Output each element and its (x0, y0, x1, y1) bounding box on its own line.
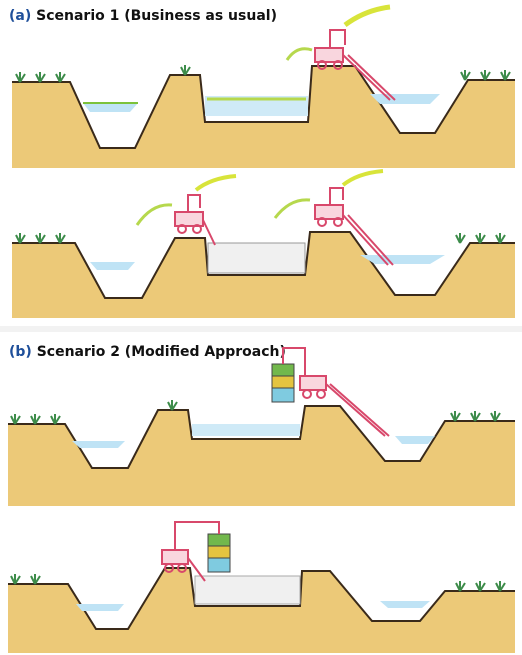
spray-a3 (194, 174, 237, 192)
panel-scenario-1: (a) Scenario 1 (Business as usual) (0, 0, 522, 320)
water-pond-b2 (395, 436, 435, 444)
pump-machine-a1 (314, 29, 396, 101)
spray-a2 (285, 47, 313, 61)
ground-line-a1 (12, 65, 515, 149)
plants-b1 (10, 400, 501, 425)
water-pond-a4 (360, 255, 445, 264)
water-pond-a2 (370, 94, 440, 104)
ground-profile-b2 (8, 568, 515, 653)
panel-b-title: Scenario 2 (Modified Approach) (36, 344, 286, 360)
water-pond-b1 (72, 441, 125, 448)
ground-profile-a1 (12, 66, 515, 168)
water-pond-b3 (76, 604, 124, 611)
ground-profile-b1 (8, 406, 515, 506)
pump-machine-b1 (282, 347, 390, 437)
filter-column-b1 (271, 363, 295, 403)
spray-a1 (343, 4, 391, 28)
scenario-2-drawing (8, 347, 515, 653)
sediment-pit-a2 (207, 242, 306, 274)
water-pit-b1 (192, 424, 300, 436)
ground-line-b1 (8, 405, 515, 469)
water-pond-a1 (83, 103, 138, 112)
spray-a5 (135, 203, 173, 226)
panel-b-caption: (b) Scenario 2 (Modified Approach) (9, 344, 286, 360)
pump-machine-a3 (314, 187, 394, 266)
plants-a1 (15, 65, 511, 83)
panel-scenario-2: (b) Scenario 2 (Modified Approach) (0, 336, 522, 655)
water-pond-b4 (380, 601, 430, 608)
water-pond-a3 (90, 262, 135, 270)
panel-a-letter: (a) (9, 8, 32, 24)
plants-b2 (10, 574, 506, 592)
panel-divider (0, 326, 522, 332)
spray-a4 (341, 169, 384, 187)
pump-machine-b2 (161, 521, 220, 582)
pump-machine-a2 (174, 194, 216, 246)
panel-a-title: Scenario 1 (Business as usual) (36, 8, 277, 24)
sediment-pit-b2 (194, 575, 301, 605)
spray-a6 (273, 198, 311, 219)
panel-a-caption: (a) Scenario 1 (Business as usual) (9, 8, 277, 24)
filter-column-b2 (207, 533, 231, 573)
ground-line-b2 (8, 567, 515, 630)
ground-line-a2 (12, 231, 515, 299)
water-pit-a1 (205, 96, 308, 116)
scenario-1-drawing (12, 4, 515, 318)
plants-a2 (15, 233, 506, 244)
panel-b-letter: (b) (9, 344, 32, 360)
